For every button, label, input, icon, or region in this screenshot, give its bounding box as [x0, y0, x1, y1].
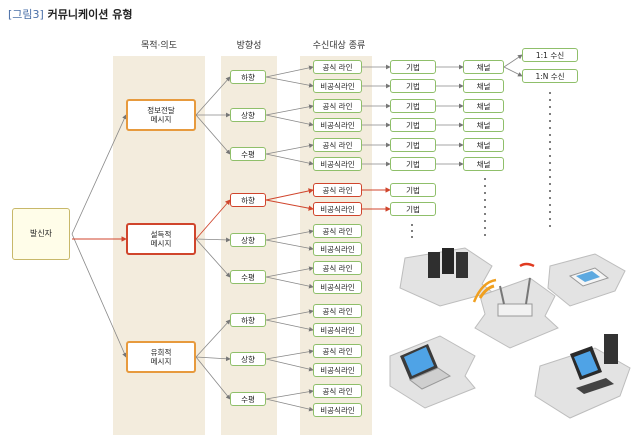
- router-icon: [472, 262, 535, 317]
- network-puzzle-illustration: [389, 247, 631, 419]
- figure-title: [그림3] 커뮤니케이션 유형: [8, 6, 132, 22]
- technique-box: 기법: [390, 202, 436, 216]
- line-official: 공식 라인: [313, 261, 362, 275]
- channel-box: 채널: [463, 79, 504, 93]
- tablet-icon: [568, 267, 610, 287]
- message-persuasive-line2: 메시지: [150, 239, 172, 248]
- laptop-icon: [400, 344, 452, 390]
- reception-1toN: 1:N 수신: [522, 69, 578, 83]
- figure-title-text: 커뮤니케이션 유형: [47, 8, 133, 21]
- technique-box: 기법: [390, 157, 436, 171]
- channel-box: 채널: [463, 157, 504, 171]
- direction-horizontal-3: 수평: [230, 392, 266, 406]
- channel-box: 채널: [463, 118, 504, 132]
- message-entertaining-line2: 메시지: [150, 357, 172, 366]
- direction-up-3: 상향: [230, 352, 266, 366]
- line-official: 공식 라인: [313, 344, 362, 358]
- direction-horizontal-2: 수평: [230, 270, 266, 284]
- header-purpose: 목적·의도: [141, 41, 177, 51]
- line-official: 공식 라인: [313, 138, 362, 152]
- line-official: 공식 라인: [313, 384, 362, 398]
- line-official: 공식 라인: [313, 224, 362, 238]
- channel-box: 채널: [463, 99, 504, 113]
- line-unofficial: 비공식라인: [313, 79, 362, 93]
- technique-box: 기법: [390, 99, 436, 113]
- header-direction: 방향성: [236, 41, 262, 51]
- message-info-line1: 정보전달: [147, 106, 175, 115]
- line-official: 공식 라인: [313, 99, 362, 113]
- technique-box: 기법: [390, 60, 436, 74]
- technique-box: 기법: [390, 183, 436, 197]
- line-unofficial: 비공식라인: [313, 118, 362, 132]
- line-unofficial: 비공식라인: [313, 157, 362, 171]
- message-persuasive-line1: 설득적: [150, 230, 172, 239]
- line-unofficial: 비공식라인: [313, 242, 362, 256]
- direction-down-2: 하향: [230, 193, 266, 207]
- channel-box: 채널: [463, 60, 504, 74]
- line-unofficial: 비공식라인: [313, 280, 362, 294]
- reception-1to1: 1:1 수신: [522, 48, 578, 62]
- sender-node: 발신자: [12, 208, 70, 260]
- line-official: 공식 라인: [313, 60, 362, 74]
- direction-horizontal-1: 수평: [230, 147, 266, 161]
- message-info-line2: 메시지: [150, 115, 172, 124]
- server-icon: [428, 248, 468, 278]
- channel-box: 채널: [463, 138, 504, 152]
- technique-box: 기법: [390, 118, 436, 132]
- technique-box: 기법: [390, 79, 436, 93]
- line-unofficial: 비공식라인: [313, 403, 362, 417]
- header-receiver: 수신대상 종류: [312, 41, 366, 51]
- desktop-pc-icon: [570, 334, 618, 394]
- direction-down-3: 하향: [230, 313, 266, 327]
- sender-label: 발신자: [29, 229, 53, 239]
- line-official: 공식 라인: [313, 183, 362, 197]
- direction-up-2: 상향: [230, 233, 266, 247]
- figure-tag: [그림3]: [8, 8, 44, 21]
- message-entertaining-line1: 유희적: [150, 348, 172, 357]
- line-unofficial: 비공식라인: [313, 363, 362, 377]
- direction-down-1: 하향: [230, 70, 266, 84]
- direction-up-1: 상향: [230, 108, 266, 122]
- technique-box: 기법: [390, 138, 436, 152]
- line-unofficial: 비공식라인: [313, 202, 362, 216]
- line-unofficial: 비공식라인: [313, 323, 362, 337]
- line-official: 공식 라인: [313, 304, 362, 318]
